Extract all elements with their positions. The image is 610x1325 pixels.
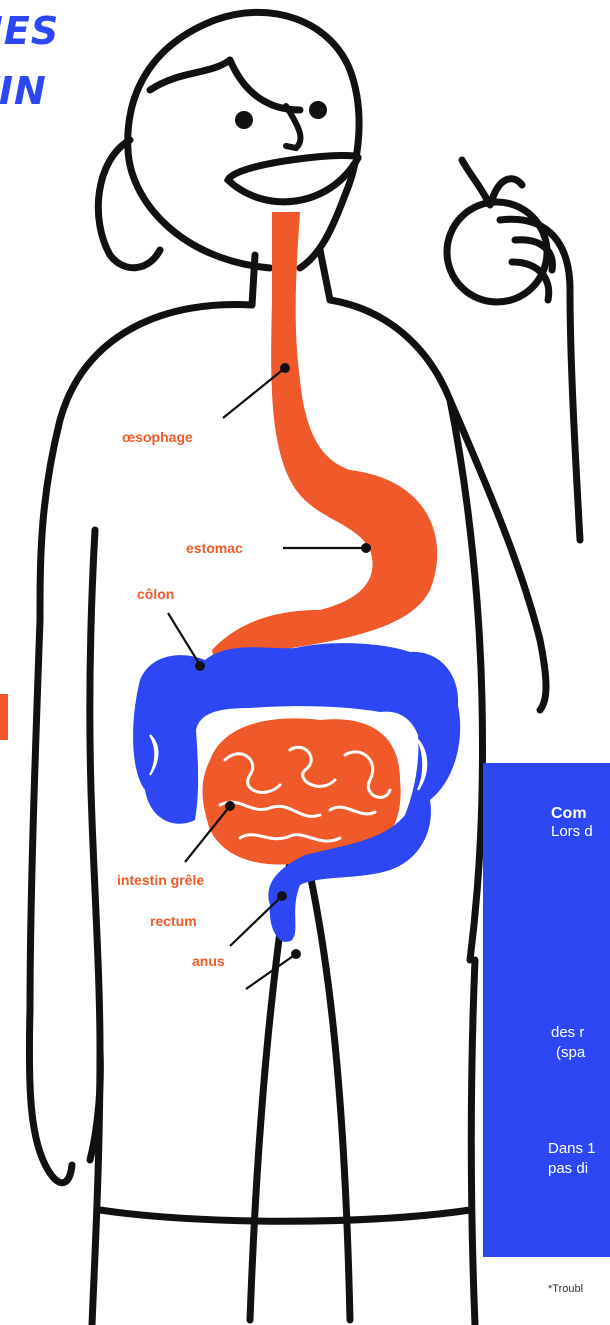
panel-line-5: pas di	[548, 1160, 588, 1177]
neck-right	[320, 250, 330, 300]
waistline	[100, 1210, 470, 1221]
panel-line-1: Lors d	[551, 823, 593, 840]
body-right	[450, 400, 483, 960]
apple-stem	[462, 160, 522, 205]
leg-inner-right	[300, 830, 350, 1320]
apple-outline	[447, 202, 547, 302]
panel-line-2: des r	[551, 1024, 584, 1041]
arm-right	[450, 400, 546, 710]
neck-left	[252, 255, 255, 305]
footnote: *Troubl	[548, 1283, 583, 1295]
left-eye	[235, 111, 253, 129]
label-rectum: rectum	[150, 913, 197, 929]
label-intestin-grele: intestin grêle	[117, 872, 204, 888]
label-colon: côlon	[137, 586, 174, 602]
label-anus: anus	[192, 953, 225, 969]
right-eye	[309, 101, 327, 119]
label-oesophage: œsophage	[122, 429, 193, 445]
hip-right	[471, 960, 475, 1325]
head-outline	[128, 12, 359, 268]
hair-line	[150, 60, 300, 110]
panel-heading: Com	[551, 805, 587, 823]
hip-left	[92, 1050, 100, 1325]
mouth	[228, 155, 358, 201]
right-shoulder	[330, 300, 450, 400]
left-shoulder	[40, 304, 252, 620]
panel-line-3: (spa	[556, 1044, 585, 1061]
panel-line-4: Dans 1	[548, 1140, 596, 1157]
label-estomac: estomac	[186, 540, 243, 556]
left-arm	[29, 620, 72, 1183]
